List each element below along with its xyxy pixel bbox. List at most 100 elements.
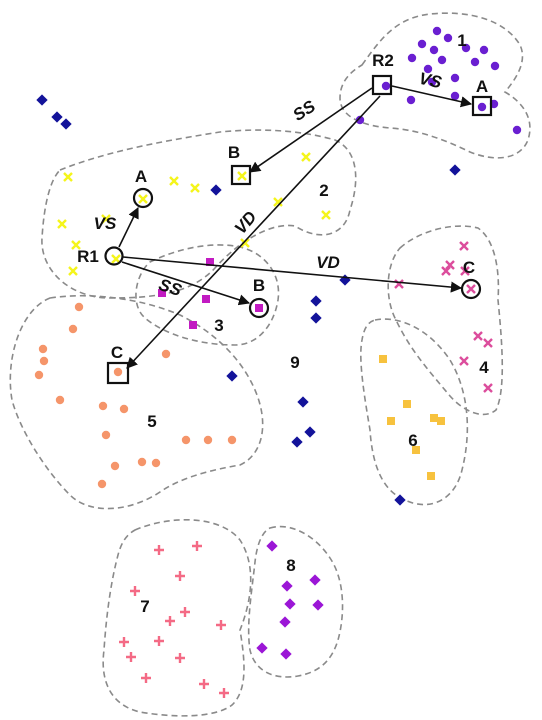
relation-arrows bbox=[118, 85, 473, 369]
point-cluster-1-17 bbox=[355, 115, 365, 125]
point-cluster-5-17 bbox=[97, 479, 107, 489]
target-r1-b-label: B bbox=[253, 276, 265, 295]
point-cluster-9-3 bbox=[210, 184, 222, 196]
point-cluster-9-8 bbox=[226, 370, 238, 382]
point-cluster-1-15 bbox=[512, 125, 522, 135]
point-cluster-2-13 bbox=[240, 238, 250, 248]
point-cluster-2-5 bbox=[57, 219, 67, 229]
target-r1-a-marker bbox=[132, 187, 154, 209]
point-cluster-5-5 bbox=[113, 367, 123, 377]
point-cluster-9-10 bbox=[304, 426, 316, 438]
point-cluster-1-10 bbox=[423, 64, 433, 74]
region-3 bbox=[135, 244, 280, 346]
point-cluster-1-4 bbox=[461, 43, 471, 53]
relation-r2-a-label: VS bbox=[417, 69, 444, 92]
point-cluster-9-1 bbox=[51, 111, 63, 123]
point-cluster-9-11 bbox=[291, 436, 303, 448]
point-cluster-2-11 bbox=[111, 254, 121, 264]
point-cluster-8-5 bbox=[279, 616, 291, 628]
point-cluster-5-9 bbox=[119, 404, 129, 414]
region-5 bbox=[9, 294, 264, 510]
point-cluster-6-2 bbox=[387, 417, 395, 425]
target-r2-a-marker bbox=[471, 95, 493, 117]
relation-r2-b-label: SS bbox=[289, 96, 319, 125]
arrow-r1-c bbox=[122, 256, 463, 293]
point-cluster-1-2 bbox=[417, 39, 427, 49]
point-cluster-4-1 bbox=[445, 260, 455, 270]
anchor-r2-label: R2 bbox=[372, 51, 394, 70]
point-cluster-2-2 bbox=[190, 183, 200, 193]
point-cluster-3-0 bbox=[206, 258, 214, 266]
point-cluster-7-9 bbox=[175, 653, 185, 663]
point-cluster-7-2 bbox=[175, 571, 185, 581]
point-cluster-7-13 bbox=[219, 688, 229, 698]
point-cluster-9-4 bbox=[449, 164, 461, 176]
point-cluster-4-8 bbox=[459, 356, 469, 366]
point-cluster-4-7 bbox=[483, 338, 493, 348]
point-cluster-3-4 bbox=[255, 304, 263, 312]
point-cluster-4-9 bbox=[483, 383, 493, 393]
point-cluster-4-0 bbox=[459, 241, 469, 251]
point-cluster-8-1 bbox=[309, 574, 321, 586]
region-2 bbox=[41, 129, 357, 299]
cluster-label-9: 9 bbox=[290, 353, 299, 372]
anchor-r1-marker bbox=[104, 246, 124, 266]
point-cluster-5-1 bbox=[38, 344, 48, 354]
region-8 bbox=[247, 525, 344, 678]
point-cluster-5-4 bbox=[68, 324, 78, 334]
point-cluster-9-7 bbox=[310, 312, 322, 324]
point-cluster-1-9 bbox=[490, 61, 500, 71]
region-6 bbox=[360, 318, 469, 506]
anchor-r2-marker bbox=[371, 74, 393, 96]
cluster-label-4: 4 bbox=[479, 358, 489, 377]
region-outlines bbox=[9, 12, 531, 717]
point-cluster-5-16 bbox=[110, 461, 120, 471]
target-r1-a-label: A bbox=[135, 167, 147, 186]
point-cluster-2-10 bbox=[71, 240, 81, 250]
point-cluster-2-6 bbox=[101, 214, 111, 224]
point-cluster-9-2 bbox=[60, 118, 72, 130]
point-cluster-1-18 bbox=[381, 81, 391, 91]
point-cluster-2-9 bbox=[321, 210, 331, 220]
point-cluster-7-1 bbox=[192, 541, 202, 551]
region-4 bbox=[387, 225, 504, 416]
point-cluster-1-7 bbox=[437, 55, 447, 65]
point-cluster-5-3 bbox=[34, 370, 44, 380]
cluster-label-8: 8 bbox=[286, 556, 295, 575]
cluster-labels: 1 2 3 4 5 6 7 8 9 bbox=[140, 31, 489, 616]
point-cluster-3-3 bbox=[189, 321, 197, 329]
point-cluster-6-1 bbox=[403, 400, 411, 408]
cluster-label-5: 5 bbox=[147, 412, 156, 431]
point-cluster-1-19 bbox=[477, 102, 487, 112]
point-cluster-1-12 bbox=[427, 77, 437, 87]
point-cluster-6-5 bbox=[412, 446, 420, 454]
point-cluster-6-0 bbox=[379, 355, 387, 363]
cluster-label-2: 2 bbox=[319, 181, 328, 200]
point-cluster-5-2 bbox=[39, 356, 49, 366]
cluster-label-1: 1 bbox=[457, 31, 466, 50]
point-cluster-5-0 bbox=[74, 302, 84, 312]
point-cluster-4-3 bbox=[460, 266, 470, 276]
arrow-r1-a bbox=[118, 206, 139, 248]
target-r1-c-label: C bbox=[463, 258, 475, 277]
point-cluster-9-6 bbox=[310, 295, 322, 307]
point-cluster-2-8 bbox=[237, 171, 247, 181]
point-cluster-5-8 bbox=[98, 401, 108, 411]
point-cluster-1-11 bbox=[406, 95, 416, 105]
point-cluster-9-0 bbox=[36, 94, 48, 106]
point-cluster-5-11 bbox=[181, 435, 191, 445]
point-cluster-4-6 bbox=[473, 331, 483, 341]
arrow-r2-c bbox=[126, 95, 381, 369]
cluster-label-3: 3 bbox=[214, 316, 223, 335]
point-cluster-4-2 bbox=[441, 266, 451, 276]
point-cluster-5-7 bbox=[55, 395, 65, 405]
relation-r2-c-label: VD bbox=[231, 208, 261, 238]
target-r1-b-marker bbox=[248, 297, 270, 319]
point-cluster-9-5 bbox=[339, 274, 351, 286]
point-cluster-2-3 bbox=[301, 152, 311, 162]
point-cluster-8-4 bbox=[312, 599, 324, 611]
relation-r1-a-label: VS bbox=[94, 214, 117, 233]
arrow-r2-a bbox=[391, 85, 473, 108]
point-cluster-7-4 bbox=[180, 607, 190, 617]
point-cluster-1-0 bbox=[432, 26, 442, 36]
